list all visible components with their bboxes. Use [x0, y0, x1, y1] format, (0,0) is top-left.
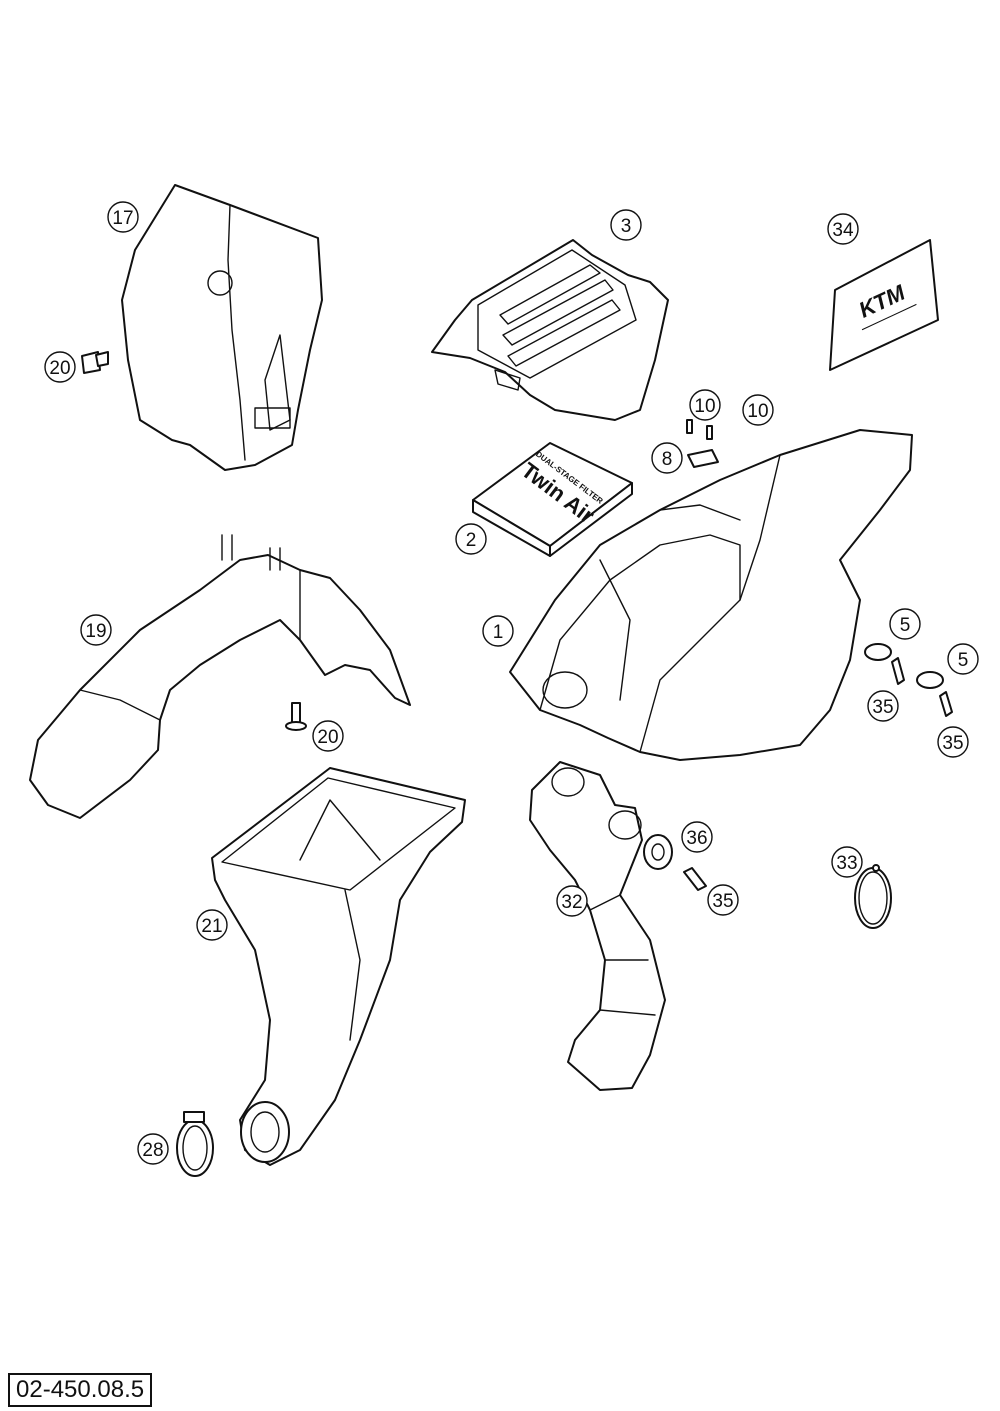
callout-10-right-label: 10 [747, 401, 768, 422]
callout-8: 8 [651, 442, 683, 474]
callout-1-label: 1 [493, 622, 504, 643]
callout-3-label: 3 [621, 216, 632, 237]
callout-20-upper: 20 [44, 351, 76, 383]
part-36-washer [643, 834, 673, 870]
callout-10-left-label: 10 [694, 396, 715, 417]
part-32-intake-snorkel [529, 761, 666, 1091]
callout-1: 1 [482, 615, 514, 647]
part-20-bolt-upper [81, 351, 109, 374]
part-34-ktm-sticker: KTM [829, 239, 939, 371]
callout-35-right-label: 35 [942, 733, 963, 754]
callout-36-label: 36 [686, 828, 707, 849]
part-2-air-filter: Twin Air DUAL-STAGE FILTER [472, 442, 633, 557]
part-1-rear-fender [509, 429, 913, 761]
part-3-airbox-cover [431, 239, 669, 421]
callout-36: 36 [681, 821, 713, 853]
callout-2: 2 [455, 523, 487, 555]
callout-20-lower-label: 20 [317, 727, 338, 748]
callout-34-label: 34 [832, 220, 854, 241]
callout-28: 28 [137, 1133, 169, 1165]
callout-17: 17 [107, 201, 139, 233]
part-10-screws [686, 419, 713, 440]
callout-35-upper: 35 [867, 690, 899, 722]
part-8-bracket [687, 449, 719, 468]
callout-10-left: 10 [689, 389, 721, 421]
callout-5-upper: 5 [889, 608, 921, 640]
callout-2-label: 2 [466, 530, 477, 551]
part-5-grommets [864, 643, 944, 689]
callout-3: 3 [610, 209, 642, 241]
part-19-front-fender [29, 534, 411, 819]
part-21-air-boot [211, 767, 466, 1166]
callout-17-label: 17 [112, 208, 133, 229]
part-35-screws [683, 657, 953, 891]
part-20-bolt-lower [285, 702, 307, 731]
callout-35-lower: 35 [707, 884, 739, 916]
callout-21: 21 [196, 909, 228, 941]
callout-35-right: 35 [937, 726, 969, 758]
callout-5-lower-label: 5 [958, 650, 969, 671]
callout-34: 34 [827, 213, 859, 245]
callout-20-lower: 20 [312, 720, 344, 752]
callout-5-upper-label: 5 [900, 615, 911, 636]
part-33-hose-clamp [854, 864, 892, 929]
callout-35-lower-label: 35 [712, 891, 733, 912]
callout-35-upper-label: 35 [872, 697, 893, 718]
callout-5-lower: 5 [947, 643, 979, 675]
callout-10-right: 10 [742, 394, 774, 426]
callout-21-label: 21 [201, 916, 222, 937]
callout-32-label: 32 [561, 892, 582, 913]
callout-33-label: 33 [836, 853, 857, 874]
callout-19-label: 19 [85, 621, 106, 642]
callout-8-label: 8 [662, 449, 673, 470]
callout-33: 33 [831, 846, 863, 878]
part-17-number-plate [121, 184, 323, 471]
document-number: 02-450.08.5 [8, 1373, 153, 1407]
callout-19: 19 [80, 614, 112, 646]
callout-28-label: 28 [142, 1140, 163, 1161]
part-28-clamp [176, 1111, 214, 1177]
callout-20-upper-label: 20 [49, 358, 70, 379]
callout-32: 32 [556, 885, 588, 917]
